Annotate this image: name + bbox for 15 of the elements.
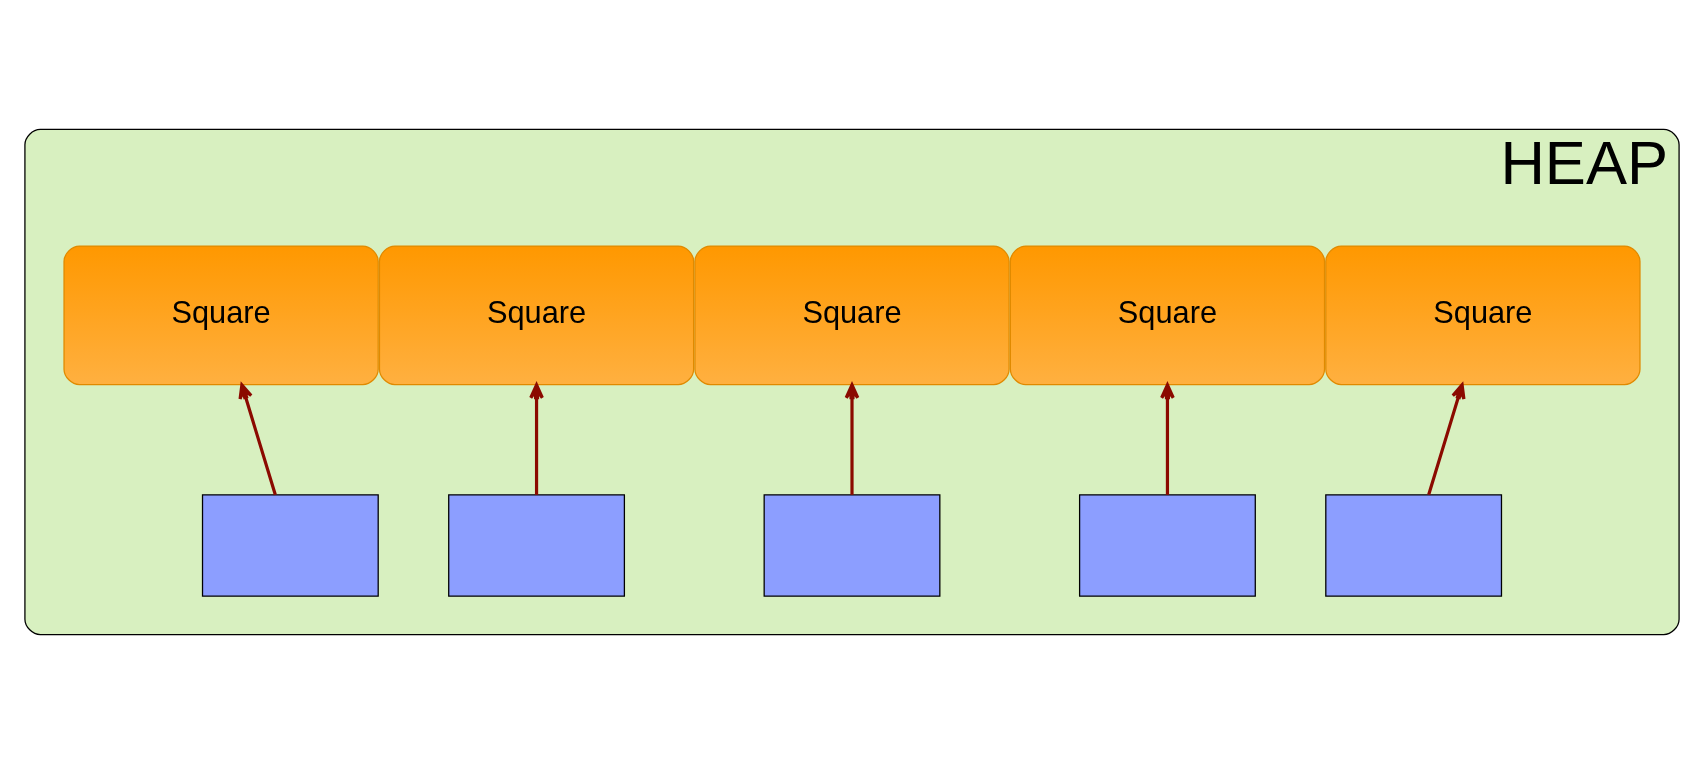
- node-box: Square: [378, 244, 695, 385]
- node-box: Square: [694, 244, 1010, 385]
- node-box: Square: [1009, 244, 1326, 385]
- arrow: [844, 382, 860, 495]
- node-box: [1325, 493, 1503, 597]
- arrow: [238, 382, 277, 495]
- arrow: [529, 382, 544, 495]
- arrow: [1160, 382, 1175, 495]
- arrow: [1427, 382, 1466, 495]
- node-box: [1078, 493, 1256, 597]
- node-box: Square: [1325, 244, 1641, 385]
- node-box: [201, 493, 379, 597]
- node-box: [763, 493, 941, 597]
- node-box: [448, 493, 626, 597]
- node-box: Square: [63, 244, 379, 385]
